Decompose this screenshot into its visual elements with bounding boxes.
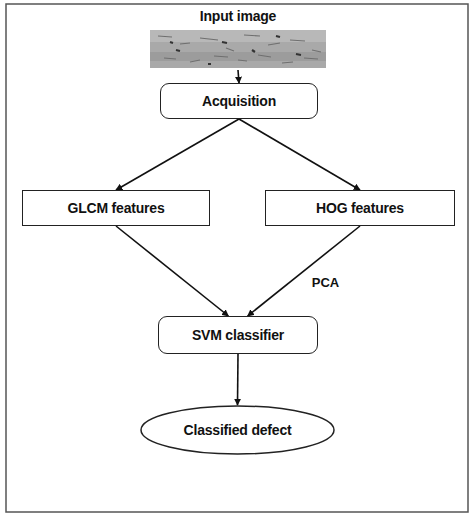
node-label: GLCM features bbox=[68, 200, 165, 217]
arrow-connector bbox=[248, 226, 360, 316]
node-label: Classified defect bbox=[184, 422, 292, 439]
arrow-connector bbox=[237, 354, 239, 405]
arrow-connector bbox=[116, 226, 228, 316]
ellipse-shape bbox=[141, 406, 334, 454]
input-image: Input image bbox=[150, 8, 326, 70]
input-texture bbox=[150, 30, 326, 68]
classifier-box: SVM classifier bbox=[158, 316, 318, 354]
node-label: SVM classifier bbox=[192, 327, 284, 344]
process-box: Acquisition bbox=[160, 83, 318, 119]
arrow-connector bbox=[239, 119, 360, 190]
feature-box: HOG features bbox=[265, 190, 455, 226]
node-label: Acquisition bbox=[202, 93, 276, 110]
outer-frame bbox=[6, 4, 468, 512]
texture-defects bbox=[170, 36, 301, 64]
texture-base bbox=[150, 30, 326, 68]
texture-streaks bbox=[158, 35, 321, 63]
arrow-connector bbox=[116, 119, 239, 190]
image-heading: Input image bbox=[200, 8, 276, 25]
feature-box: GLCM features bbox=[22, 190, 210, 226]
texture-band bbox=[150, 52, 326, 61]
arrow-connector bbox=[238, 70, 239, 83]
node-label: HOG features bbox=[316, 200, 404, 217]
output-ellipse: Classified defect bbox=[140, 405, 335, 455]
edge-label: PCA bbox=[312, 275, 339, 290]
